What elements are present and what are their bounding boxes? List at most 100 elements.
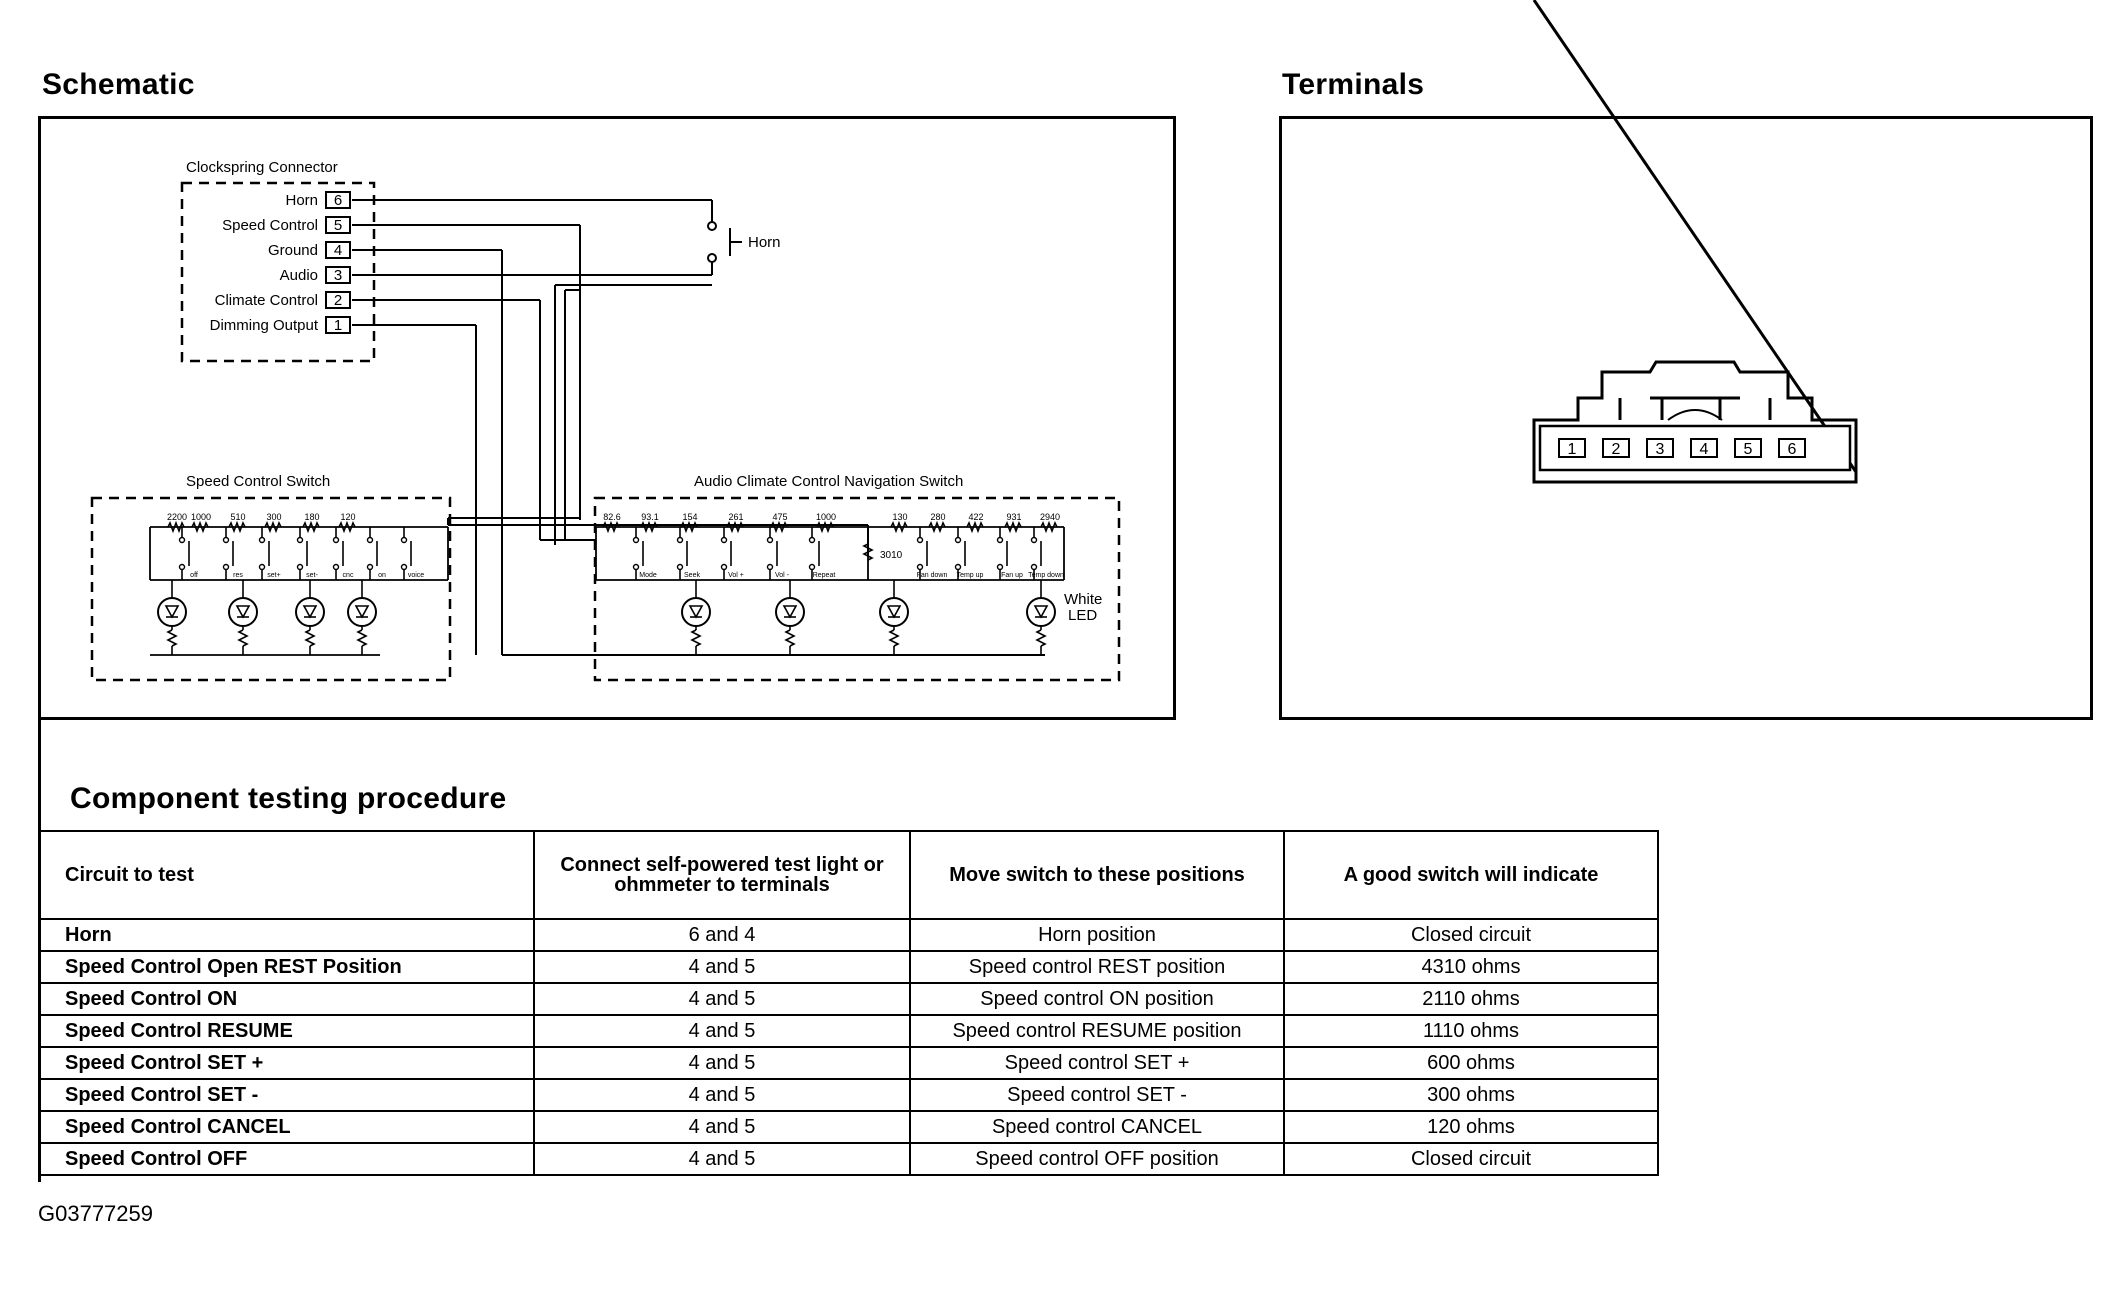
cell-position: Horn position (909, 918, 1285, 952)
speed-button-label: voice (408, 572, 424, 579)
led-label-led: LED (1068, 607, 1097, 624)
cell-circuit: Speed Control OFF (38, 1142, 535, 1176)
acn-resistor-label: 93.1 (641, 512, 659, 522)
pin-num-4: 4 (334, 242, 342, 259)
cell-terminals: 4 and 5 (533, 1046, 911, 1080)
pin-label-2: Climate Control (215, 292, 318, 309)
acn-button-label: Fan down (917, 572, 948, 579)
acn-resistor-label: 82.6 (603, 512, 621, 522)
terminal-pin-number: 4 (1700, 441, 1709, 458)
speed-button-label: set- (306, 572, 318, 579)
acn-button-label: Temp down (1028, 572, 1064, 579)
cell-position: Speed control SET + (909, 1046, 1285, 1080)
speed-resistor-label: 180 (304, 512, 319, 522)
terminal-pin-number: 5 (1744, 441, 1753, 458)
header-indication: A good switch will indicate (1283, 830, 1659, 920)
terminal-pin-number: 3 (1656, 441, 1665, 458)
pin-num-2: 2 (334, 292, 342, 309)
speed-button-label: off (190, 572, 198, 579)
cell-position: Speed control REST position (909, 950, 1285, 984)
terminal-pin-number: 6 (1788, 441, 1797, 458)
cell-circuit: Horn (38, 918, 535, 952)
led-label-white: White (1064, 591, 1102, 608)
schematic-heading: Schematic (42, 68, 195, 101)
header-circuit: Circuit to test (38, 830, 535, 920)
terminal-pin-box (1778, 438, 1806, 458)
pin-label-1: Dimming Output (210, 317, 319, 334)
terminal-pin-box (1646, 438, 1674, 458)
acn-switch-box (593, 496, 1121, 682)
terminals-panel (1279, 116, 2093, 720)
pin-num-3: 3 (334, 267, 342, 284)
cell-terminals: 4 and 5 (533, 1014, 911, 1048)
cell-terminals: 4 and 5 (533, 1078, 911, 1112)
acn-resistor-label: 475 (772, 512, 787, 522)
cell-indication: 2110 ohms (1283, 982, 1659, 1016)
terminal-pin-box (1690, 438, 1718, 458)
horn-label: Horn (748, 234, 781, 251)
pin-label-5: Speed Control (222, 217, 318, 234)
cell-indication: Closed circuit (1283, 918, 1659, 952)
acn-button-label: Mode (639, 572, 657, 579)
pin-num-1: 1 (334, 317, 342, 334)
terminal-connector-drawing (1532, 0, 1858, 484)
speed-resistor-label: 510 (230, 512, 245, 522)
figure-code: G03777259 (38, 1201, 153, 1226)
speed-resistor-label: 2200 (167, 512, 187, 522)
acn-switch-title: Audio Climate Control Navigation Switch (694, 473, 963, 490)
acn-resistor-label: 931 (1006, 512, 1021, 522)
cell-circuit: Speed Control Open REST Position (38, 950, 535, 984)
acn-resistor-label: 422 (968, 512, 983, 522)
terminals-heading: Terminals (1282, 68, 1425, 101)
cell-circuit: Speed Control CANCEL (38, 1110, 535, 1144)
speed-button-label: res (233, 572, 243, 579)
speed-switch-box (90, 496, 452, 682)
pin-num-6: 6 (334, 192, 342, 209)
header-positions: Move switch to these positions (909, 830, 1285, 920)
cell-position: Speed control OFF position (909, 1142, 1285, 1176)
cell-terminals: 4 and 5 (533, 982, 911, 1016)
acn-resistor-label: 261 (728, 512, 743, 522)
cell-position: Speed control CANCEL (909, 1110, 1285, 1144)
clockspring-box (180, 181, 376, 363)
cell-terminals: 6 and 4 (533, 918, 911, 952)
cell-circuit: Speed Control RESUME (38, 1014, 535, 1048)
acn-button-label: Vol + (728, 572, 744, 579)
terminal-pin-box (1558, 438, 1586, 458)
connector-title: Clockspring Connector (186, 159, 338, 176)
cell-indication: 600 ohms (1283, 1046, 1659, 1080)
cell-position: Speed control ON position (909, 982, 1285, 1016)
speed-button-label: cnc (343, 572, 354, 579)
speed-resistor-label: 1000 (191, 512, 211, 522)
cell-indication: 1110 ohms (1283, 1014, 1659, 1048)
terminal-pin-number: 1 (1568, 441, 1577, 458)
acn-resistor-label: 130 (892, 512, 907, 522)
cell-position: Speed control RESUME position (909, 1014, 1285, 1048)
acn-resistor-label: 2940 (1040, 512, 1060, 522)
pin-label-4: Ground (268, 242, 318, 259)
cell-indication: 4310 ohms (1283, 950, 1659, 984)
cell-indication: Closed circuit (1283, 1142, 1659, 1176)
terminal-pin-box (1734, 438, 1762, 458)
cell-indication: 300 ohms (1283, 1078, 1659, 1112)
terminal-pin-number: 2 (1612, 441, 1621, 458)
cell-circuit: Speed Control ON (38, 982, 535, 1016)
resistor-3010-label: 3010 (880, 550, 903, 561)
acn-button-label: Temp up (957, 572, 984, 579)
speed-switch-title: Speed Control Switch (186, 473, 330, 490)
cell-position: Speed control SET - (909, 1078, 1285, 1112)
acn-button-label: Vol - (775, 572, 790, 579)
cell-terminals: 4 and 5 (533, 1142, 911, 1176)
acn-button-label: Fan up (1001, 572, 1023, 579)
acn-button-label: Seek (684, 572, 700, 579)
acn-resistor-label: 280 (930, 512, 945, 522)
pin-label-3: Audio (280, 267, 318, 284)
speed-resistor-label: 300 (266, 512, 281, 522)
schematic-panel (38, 116, 1176, 720)
